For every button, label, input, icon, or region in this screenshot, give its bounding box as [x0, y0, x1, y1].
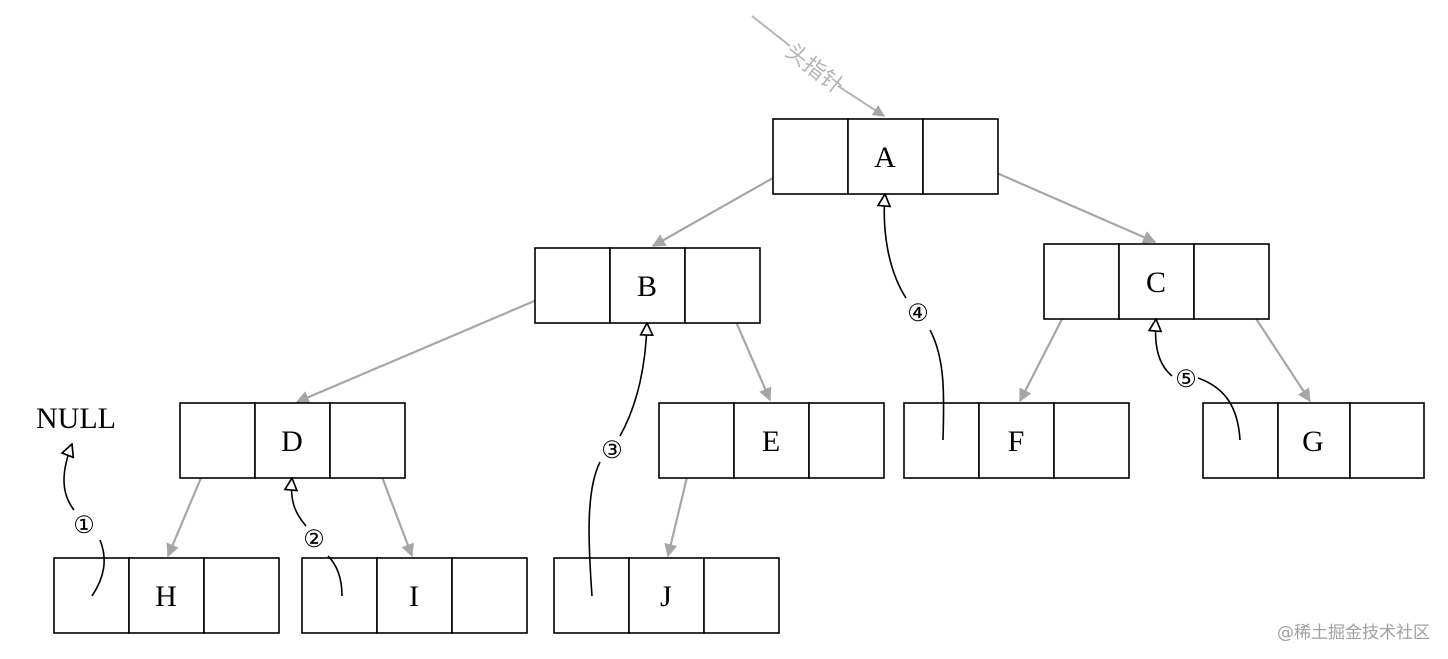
- thread-5-lower: [1197, 377, 1241, 441]
- node-I-label: I: [409, 580, 419, 613]
- node-F-lchild-cell: [903, 402, 980, 479]
- node-A-rchild-cell: [922, 118, 999, 195]
- node-H-rchild-cell: [203, 557, 280, 634]
- node-H-data-cell: [128, 557, 205, 634]
- thread-links: ① ② ③ ④ ⑤: [64, 194, 1241, 597]
- thread-5-label: ⑤: [1175, 365, 1197, 393]
- thread-1-upper: [64, 444, 75, 511]
- node-H: H: [53, 557, 280, 634]
- head-pointer-arrow: [837, 85, 886, 117]
- node-B: B: [534, 247, 761, 324]
- thread-1-lower: [91, 539, 105, 597]
- node-C-label: C: [1146, 266, 1166, 299]
- node-F-label: F: [1008, 425, 1025, 458]
- node-I: I: [301, 557, 528, 634]
- node-D-label: D: [281, 425, 303, 458]
- node-H-label: H: [155, 580, 177, 613]
- head-pointer: 头指针: [751, 15, 886, 117]
- node-B-lchild-cell: [534, 247, 611, 324]
- head-pointer-line: [751, 15, 791, 47]
- node-C-lchild-cell: [1043, 243, 1120, 320]
- node-I-rchild-cell: [451, 557, 528, 634]
- node-A: A: [772, 118, 999, 195]
- node-J-rchild-cell: [703, 557, 780, 634]
- thread-1-label: ①: [73, 511, 95, 539]
- thread-3-upper: [619, 323, 647, 437]
- node-E-rchild-cell: [808, 402, 885, 479]
- thread-5-upper: [1156, 319, 1173, 377]
- node-E-label: E: [762, 425, 780, 458]
- child-links: [166, 155, 1311, 558]
- node-A-lchild-cell: [772, 118, 849, 195]
- node-A-label: A: [874, 141, 896, 174]
- node-G-rchild-cell: [1349, 402, 1425, 479]
- node-C: C: [1043, 243, 1270, 320]
- node-G-data-cell: [1277, 402, 1351, 479]
- thread-3-lower: [588, 461, 601, 597]
- node-B-rchild-cell: [684, 247, 761, 324]
- node-A-data-cell: [847, 118, 924, 195]
- link-B-D: [295, 283, 573, 404]
- thread-3-label: ③: [601, 436, 623, 464]
- node-J-data-cell: [628, 557, 705, 634]
- node-I-lchild-cell: [301, 557, 378, 634]
- node-D-lchild-cell: [179, 402, 256, 479]
- thread-4-lower: [929, 329, 945, 441]
- node-G-lchild-cell: [1202, 402, 1279, 479]
- node-C-rchild-cell: [1193, 243, 1270, 320]
- node-F-rchild-cell: [1053, 402, 1130, 479]
- node-F-data-cell: [978, 402, 1055, 479]
- node-B-label: B: [637, 270, 657, 303]
- thread-2-label: ②: [303, 525, 325, 553]
- thread-4-label: ④: [907, 299, 929, 327]
- watermark: @稀土掘金技术社区: [1277, 623, 1430, 643]
- node-D-rchild-cell: [329, 402, 406, 479]
- node-J: J: [553, 557, 780, 634]
- node-E-lchild-cell: [658, 402, 735, 479]
- node-G-label: G: [1302, 425, 1324, 458]
- head-pointer-label: 头指针: [780, 39, 847, 99]
- node-J-label: J: [660, 580, 672, 613]
- node-D: D: [179, 402, 406, 479]
- node-F: F: [903, 402, 1130, 479]
- node-E: E: [658, 402, 885, 479]
- thread-4-upper: [884, 194, 907, 299]
- null-label: NULL: [36, 402, 116, 435]
- thread-2-lower: [327, 555, 343, 597]
- thread-2-upper: [292, 478, 307, 527]
- node-G: G: [1202, 402, 1425, 479]
